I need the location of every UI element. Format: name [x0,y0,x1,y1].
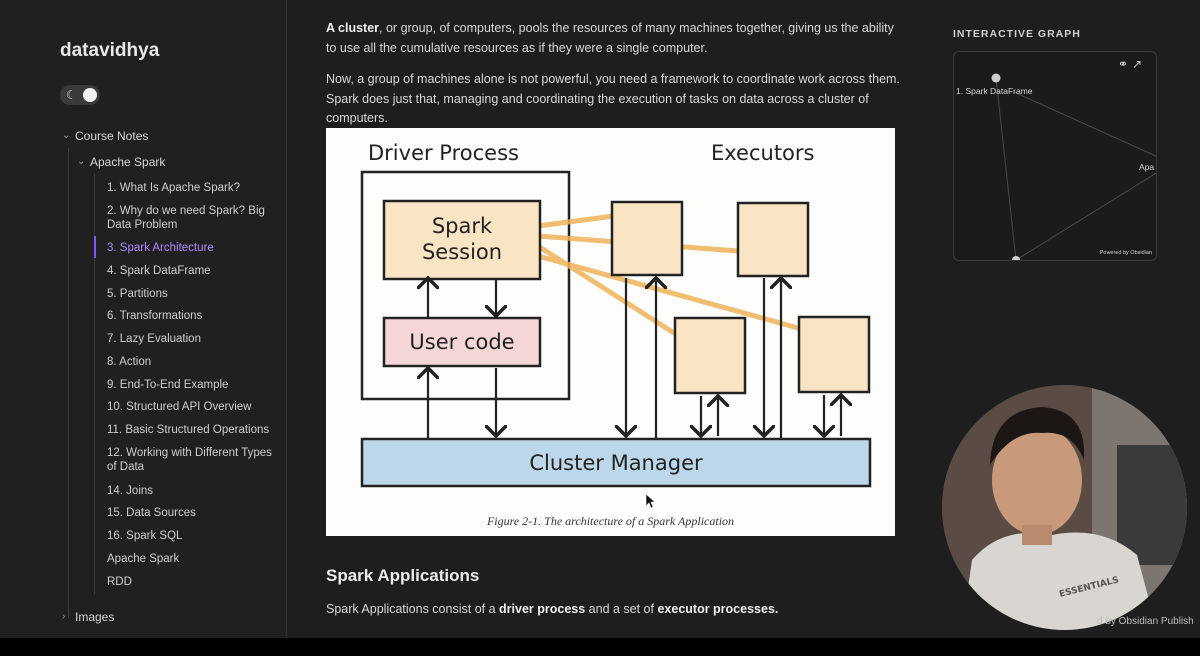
nav-item[interactable]: 2. Why do we need Spark? Big Data Proble… [107,205,265,231]
nav-item[interactable]: 9. End-To-End Example [107,379,229,391]
graph-node[interactable] [991,73,1001,83]
nav-item[interactable]: 14. Joins [107,485,154,497]
nav-item[interactable]: 6. Transformations [107,310,203,322]
bold-term: A cluster [326,21,380,35]
graph-view-icon[interactable]: ⚭ [1117,57,1132,71]
cluster-manager-label: Cluster Manager [529,451,703,475]
site-logo[interactable]: datavidhya [60,40,160,61]
nav-item[interactable]: 4. Spark DataFrame [107,265,211,277]
nav-item[interactable]: Apache Spark [107,553,180,565]
executor-box [736,201,810,278]
nav-item[interactable]: 7. Lazy Evaluation [107,333,201,345]
paragraph-applications: Spark Applications consist of a driver p… [326,602,779,616]
nav-item[interactable]: 10. Structured API Overview [107,401,252,413]
nav-item[interactable]: 12. Working with Different Types of Data [107,447,272,473]
paragraph-cluster: A cluster, or group, of computers, pools… [326,21,894,55]
moon-icon: ☾ [66,88,77,102]
executor-box [673,316,747,395]
driver-process-label: Driver Process [368,141,519,165]
executors-label: Executors [711,141,814,165]
mouse-cursor-icon [645,493,656,508]
bottom-bar [0,638,1200,656]
spark-session-box [382,199,542,281]
nav-item[interactable]: 5. Partitions [107,288,168,300]
publish-credit: d by Obsidian Publish [1097,616,1194,627]
theme-toggle[interactable]: ☾ [60,85,100,105]
app-window: datavidhya ☾ ⌄ Course Notes ⌄ Apache Spa… [0,0,1200,638]
executor-box [797,315,871,394]
user-code-label: User code [409,330,514,354]
graph-node-label[interactable]: 1. Spark DataFrame [956,86,1033,96]
expand-icon[interactable]: ↗ [1131,57,1146,71]
flow-arrows [428,278,841,438]
chevron-right-icon[interactable]: › [62,611,66,622]
tree-guide [94,174,95,594]
cluster-manager-box [360,437,872,488]
nav-item[interactable]: 15. Data Sources [107,507,196,519]
graph-controls: ⚭↗ [1118,57,1146,71]
graph-canvas [991,73,1156,261]
active-indicator [94,236,96,258]
architecture-diagram: Driver Process Executors Spark Session U… [360,141,872,508]
graph-title: INTERACTIVE GRAPH [953,28,1081,40]
nav-item[interactable]: 16. Spark SQL [107,530,183,542]
figure-caption: Figure 2-1. The architecture of a Spark … [486,514,735,528]
chevron-down-icon[interactable]: ⌄ [77,156,86,167]
powered-by: Powered by Obsidian [1099,250,1152,256]
section-heading: Spark Applications [326,566,480,585]
folder-course-notes[interactable]: Course Notes [75,129,149,143]
user-code-box [382,316,542,368]
tree-guide [68,148,69,618]
spark-label: Spark [432,214,493,238]
executor-box [610,200,684,277]
nav-item[interactable]: 1. What Is Apache Spark? [107,182,240,194]
folder-apache-spark[interactable]: Apache Spark [90,155,166,169]
driver-process-box [360,170,571,401]
graph-node[interactable] [1012,256,1020,261]
nav-item-active[interactable]: 3. Spark Architecture [107,242,214,254]
sidebar: datavidhya ☾ ⌄ Course Notes ⌄ Apache Spa… [0,0,287,638]
webcam-overlay: ESSENTIALS [942,385,1187,630]
chevron-down-icon[interactable]: ⌄ [62,130,71,141]
nav-item[interactable]: 11. Basic Structured Operations [107,424,270,436]
nav-item[interactable]: 8. Action [107,356,152,368]
paragraph-framework: Now, a group of machines alone is not po… [326,72,900,125]
graph-node-label[interactable]: Apa [1139,162,1155,172]
nav-item[interactable]: RDD [107,576,132,588]
session-label: Session [422,240,502,264]
interactive-graph[interactable]: ⚭↗ 1. Spark DataFrame Apa Powered by Obs… [953,51,1157,261]
folder-images[interactable]: Images [75,610,115,624]
main-content: A cluster, or group, of computers, pools… [288,0,928,638]
presenter-video: ESSENTIALS [942,385,1187,630]
architecture-figure: Driver Process Executors Spark Session U… [326,128,895,536]
toggle-knob [83,88,97,102]
